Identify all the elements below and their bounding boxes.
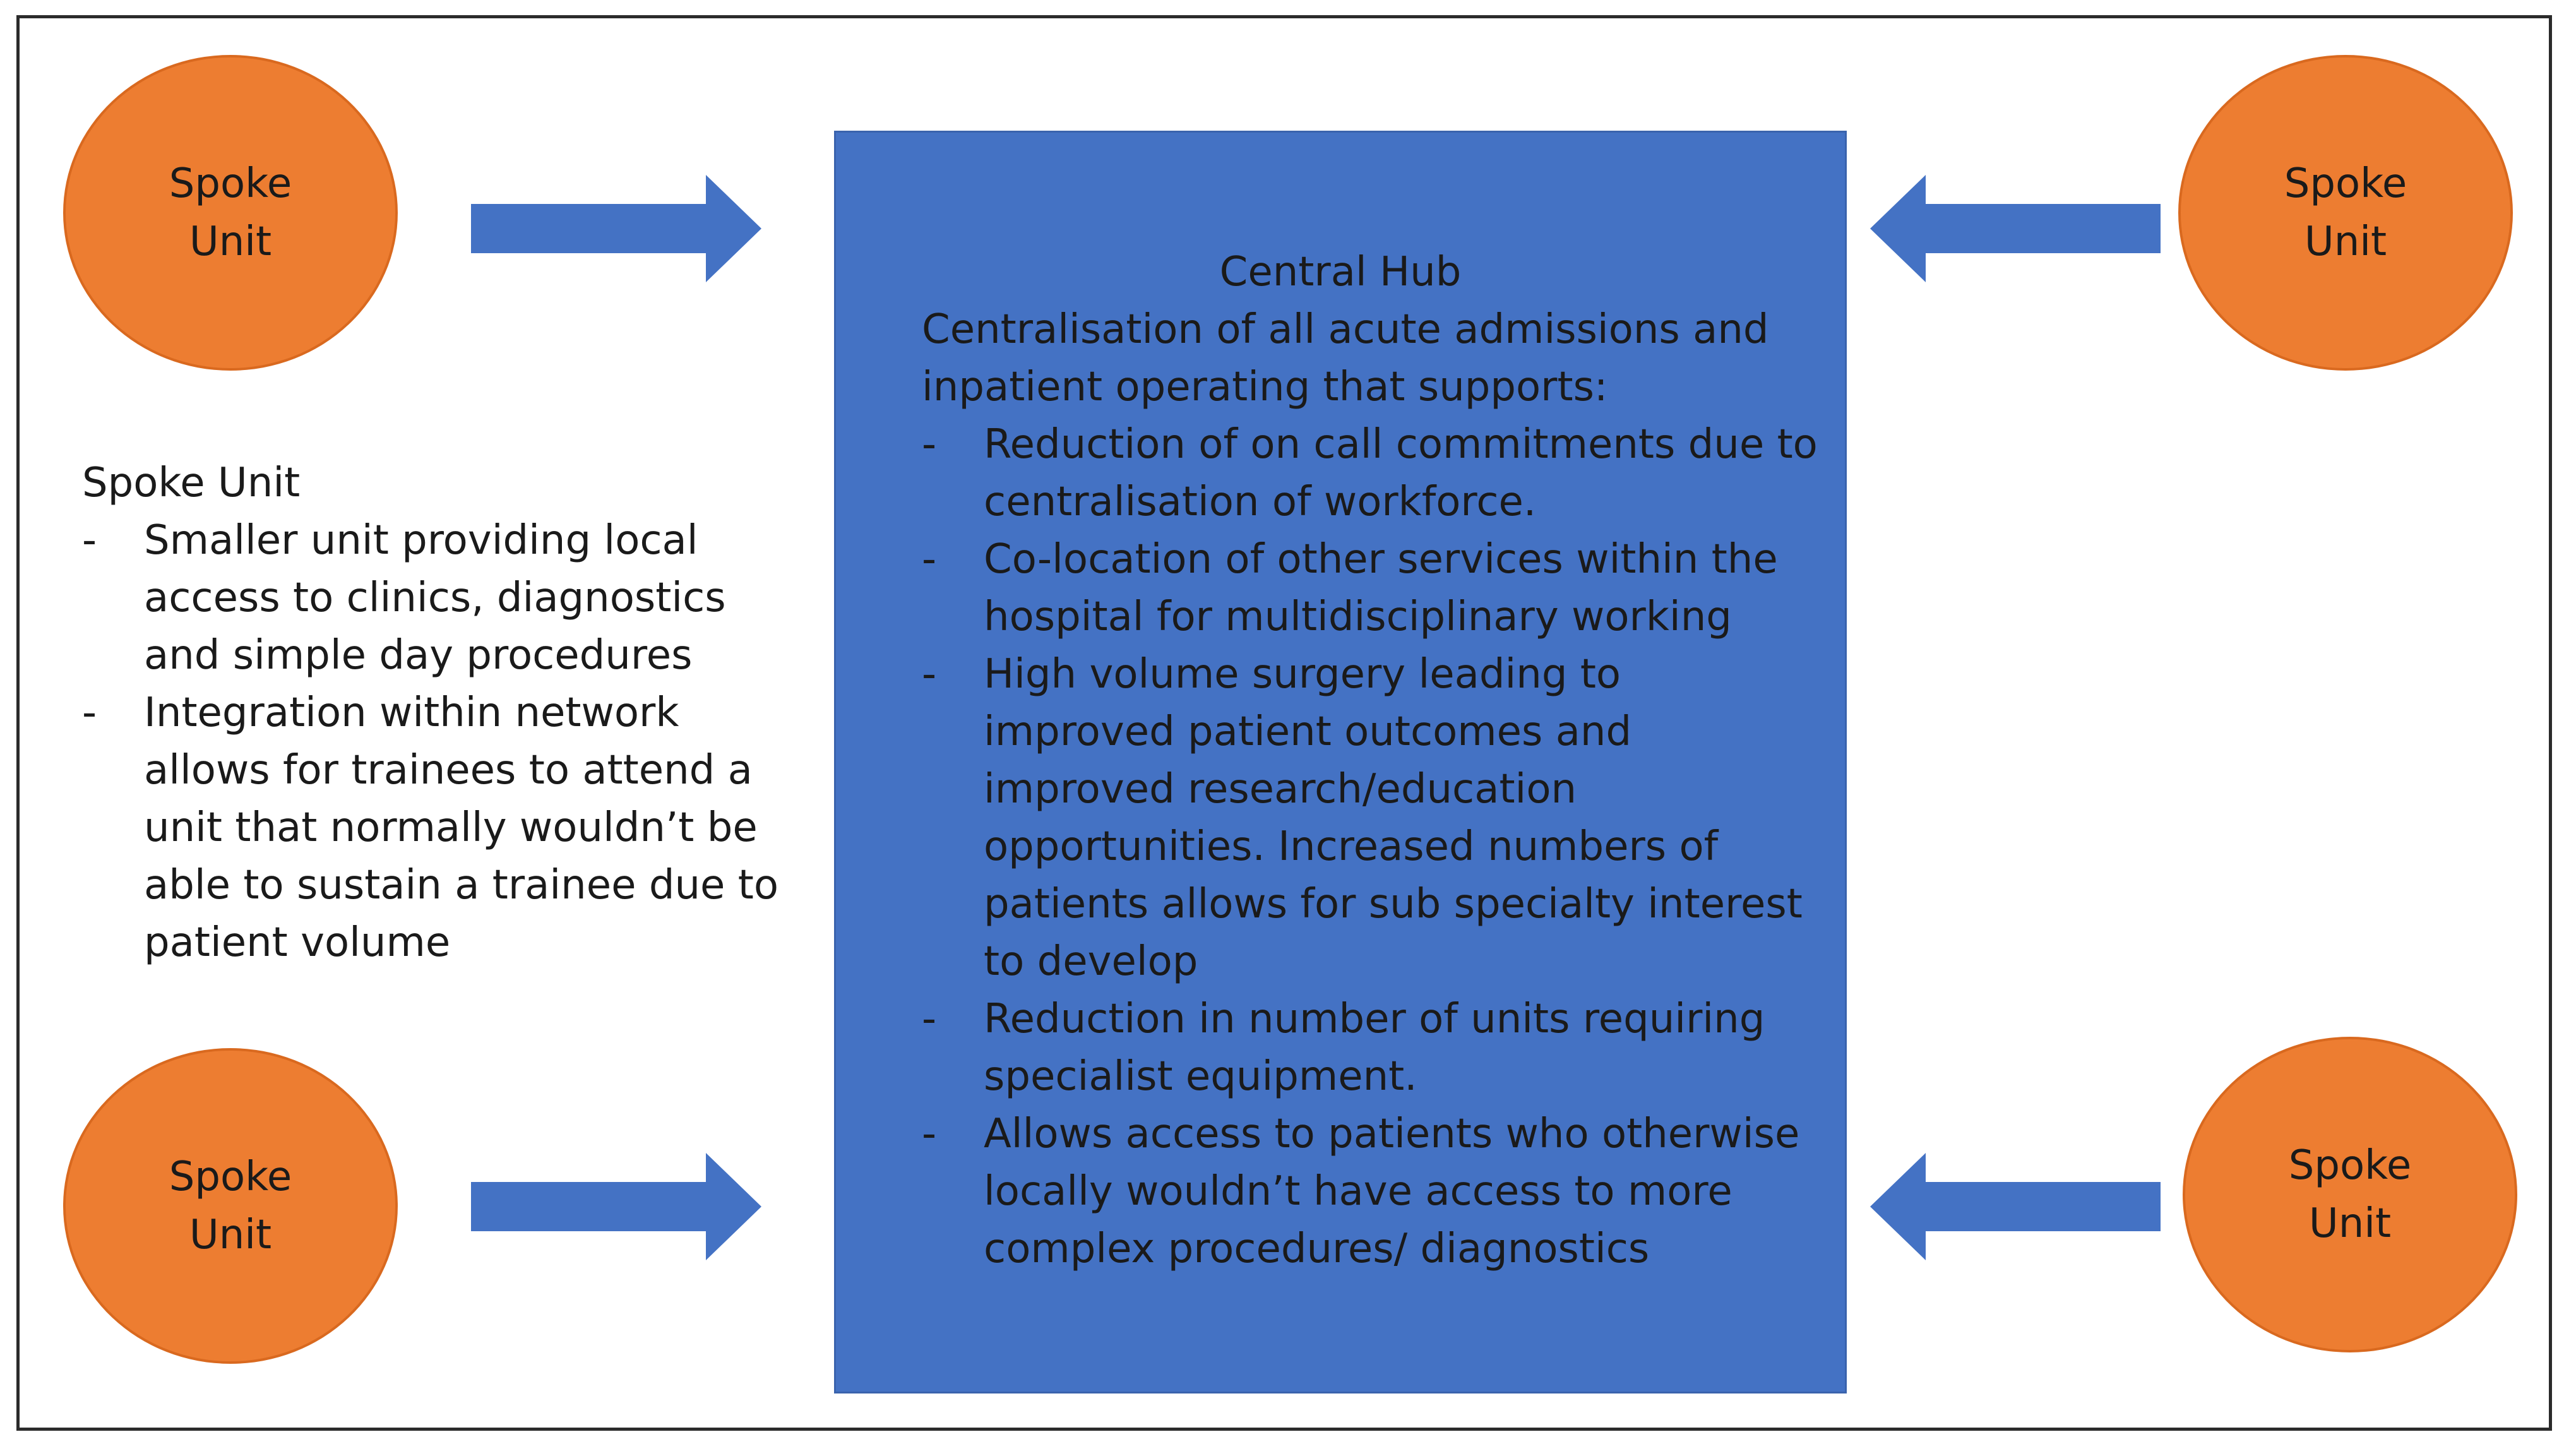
- hub-point-text: High volume surgery leading to improved …: [984, 651, 1803, 985]
- side-point-text: Integration within network allows for tr…: [144, 689, 778, 966]
- diagram-frame: [16, 15, 2552, 1431]
- spoke-label-line2: Unit: [2308, 1200, 2392, 1247]
- arrow-left-icon: [1870, 1153, 2161, 1260]
- spoke-unit-bottom-right: Spoke Unit: [2183, 1037, 2517, 1352]
- hub-point: -Reduction of on call commitments due to…: [922, 421, 1818, 525]
- spoke-unit-top-right: Spoke Unit: [2178, 55, 2513, 371]
- hub-point: -Allows access to patients who otherwise…: [922, 1111, 1800, 1272]
- hub-point: -Reduction in number of units requiring …: [922, 996, 1765, 1100]
- arrow-left-shape: [1870, 175, 2161, 282]
- spoke-label-line2: Unit: [189, 1212, 272, 1258]
- spoke-label-line2: Unit: [189, 218, 272, 265]
- hub-point: -High volume surgery leading to improved…: [922, 651, 1803, 985]
- side-point-text: Smaller unit providing local access to c…: [144, 517, 726, 679]
- spoke-unit-top-left: Spoke Unit: [63, 55, 398, 371]
- arrow-right-icon: [471, 1153, 761, 1260]
- hub-point-text: Reduction of on call commitments due to …: [984, 421, 1818, 525]
- hub-point-text: Allows access to patients who otherwise …: [984, 1111, 1800, 1272]
- hub-point: -Co-location of other services within th…: [922, 536, 1778, 640]
- arrow-left-shape: [1870, 1153, 2161, 1260]
- spoke-unit-description: Spoke Unit -Smaller unit providing local…: [82, 455, 783, 972]
- side-title: Spoke Unit: [82, 460, 301, 506]
- spoke-label-line1: Spoke: [2284, 160, 2407, 207]
- spoke-unit-bottom-left: Spoke Unit: [63, 1048, 398, 1364]
- hub-points-list: -Reduction of on call commitments due to…: [922, 416, 1818, 1278]
- spoke-label-line1: Spoke: [169, 1154, 292, 1200]
- arrow-left-icon: [1870, 175, 2161, 282]
- hub-point-text: Reduction in number of units requiring s…: [984, 996, 1765, 1100]
- spoke-label: Spoke Unit: [98, 155, 363, 271]
- arrow-right-shape: [471, 175, 761, 282]
- hub-point-text: Co-location of other services within the…: [984, 536, 1778, 640]
- side-point: -Smaller unit providing local access to …: [82, 517, 726, 679]
- spoke-label: Spoke Unit: [2213, 155, 2478, 271]
- hub-title: Central Hub: [1219, 249, 1462, 295]
- spoke-label: Spoke Unit: [2217, 1137, 2483, 1253]
- spoke-label-line1: Spoke: [2288, 1142, 2412, 1189]
- spoke-label-line2: Unit: [2304, 218, 2387, 265]
- side-point: -Integration within network allows for t…: [82, 689, 778, 966]
- central-hub-box: Central Hub Centralisation of all acute …: [834, 131, 1847, 1393]
- hub-intro: Centralisation of all acute admissions a…: [922, 306, 1769, 410]
- arrow-right-icon: [471, 175, 761, 282]
- arrow-right-shape: [471, 1153, 761, 1260]
- side-points-list: -Smaller unit providing local access to …: [82, 512, 783, 972]
- spoke-label-line1: Spoke: [169, 160, 292, 207]
- spoke-label: Spoke Unit: [98, 1148, 363, 1264]
